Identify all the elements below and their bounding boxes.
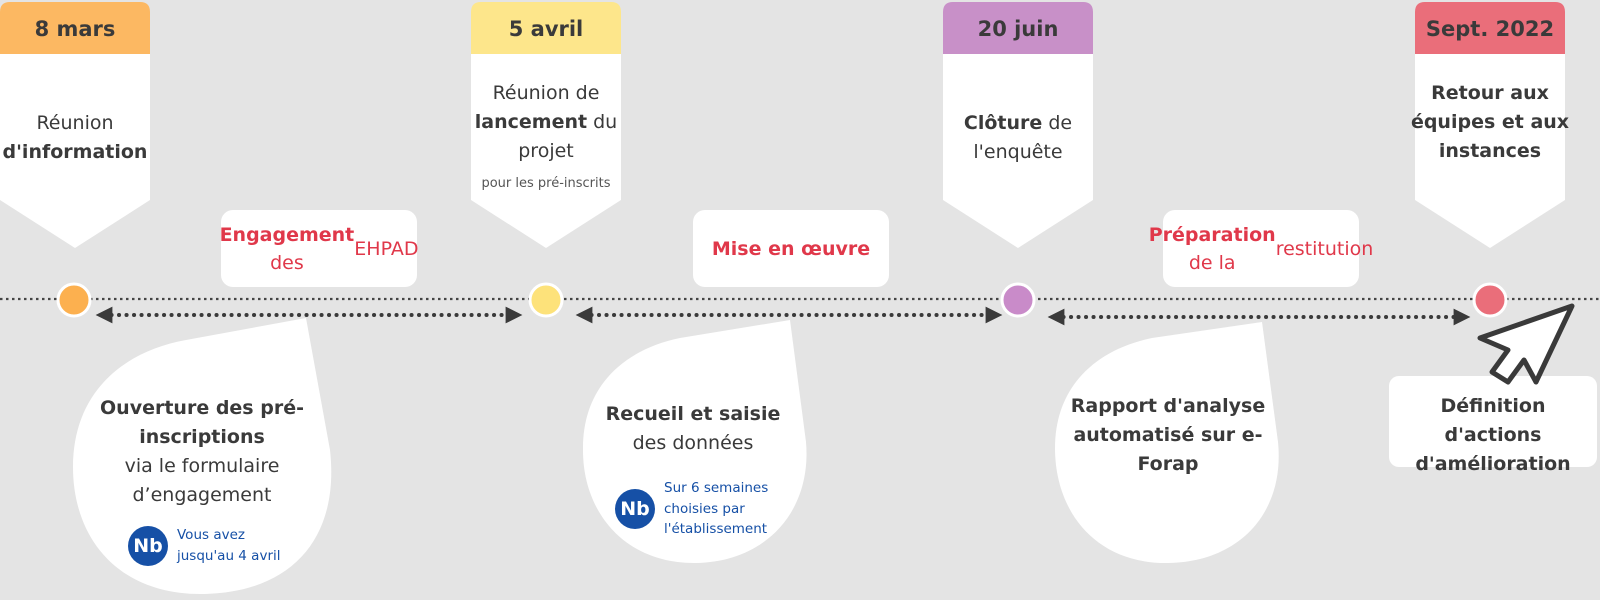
text-line: l'enquête	[973, 141, 1063, 163]
text-line: d'amélioration	[1415, 453, 1571, 475]
text-line: instances	[1438, 140, 1542, 162]
milestone-panel-3	[943, 2, 1093, 248]
nb-badge-icon: Nb	[615, 488, 655, 529]
phase-box-3	[1163, 210, 1359, 287]
text-line: des données	[632, 432, 754, 454]
cursor-arrow-icon	[1477, 303, 1575, 385]
nb-badge-icon: Nb	[128, 525, 168, 566]
milestone-text-2: Réunion de lancement du projet	[471, 79, 621, 166]
text-line: choisies par	[664, 500, 745, 517]
milestone-text-3: Clôture de l'enquête	[943, 109, 1093, 167]
text-line: Ouverture des pré-	[100, 397, 304, 419]
bubble-badge-2: Nb Sur 6 semaines choisies par l'établisse…	[615, 478, 768, 540]
milestone-dot-4	[1472, 282, 1508, 318]
milestone-header-1	[0, 2, 150, 54]
text-line: d’engagement	[132, 484, 272, 506]
milestone-date-1: 8 mars	[34, 17, 116, 41]
text-line: Retour aux	[1431, 82, 1549, 104]
milestone-header-4	[1415, 2, 1565, 54]
milestone-panel-1	[0, 2, 150, 248]
text-line: Sur 6 semaines	[664, 480, 769, 496]
text-line: Réunion de	[492, 82, 600, 104]
text-line: EHPAD	[354, 237, 419, 260]
bubble-text-3: Rapport d'analyse automatisé sur e- Forap	[1060, 392, 1276, 479]
milestone-text-4: Retour aux équipes et aux instances	[1405, 79, 1575, 166]
bubble-badge-1: Nb Vous avez jusqu'au 4 avril	[128, 525, 281, 566]
text-line: automatisé sur e-	[1073, 424, 1263, 446]
milestone-panel-2	[471, 2, 621, 248]
milestone-dot-1	[56, 282, 92, 318]
milestone-dot-3	[1000, 282, 1036, 318]
milestone-date-3: 20 juin	[977, 17, 1059, 41]
text-line: Engagement des	[219, 223, 355, 274]
milestone-header-3	[943, 2, 1093, 54]
bubble-text-2: Recueil et saisie des données	[593, 400, 793, 458]
text-line: Vous avez	[177, 527, 245, 543]
phase-box-2	[693, 210, 889, 287]
text-line: jusqu'au 4 avril	[177, 547, 281, 564]
bubble-text-1: Ouverture des pré-inscriptions via le for…	[94, 394, 310, 510]
text-line: Recueil et saisie	[605, 403, 781, 425]
text-line: lancement du	[474, 111, 618, 133]
text-line: l'établissement	[664, 521, 768, 537]
bubble-1	[73, 318, 332, 595]
milestone-text-1: Réunion d'information	[0, 109, 150, 167]
text-line: Réunion	[36, 112, 114, 134]
text-line: inscriptions	[139, 426, 265, 448]
text-line: Préparation de la	[1148, 223, 1276, 274]
bubble-3	[1055, 322, 1279, 564]
text-line: Clôture de	[963, 112, 1073, 134]
text-line: Définition d'actions	[1440, 395, 1546, 446]
milestone-dot-2	[528, 282, 564, 318]
final-box	[1389, 376, 1597, 467]
text-line: d'information	[2, 141, 148, 163]
text-line: équipes et aux	[1410, 111, 1570, 133]
bubble-badge-text-2: Sur 6 semaines choisies par l'établissemen…	[664, 478, 768, 540]
milestone-date-4: Sept. 2022	[1425, 17, 1555, 41]
text-line: Mise en œuvre	[711, 237, 871, 260]
text-line: Forap	[1137, 453, 1199, 475]
phase-label-2: Mise en œuvre	[693, 210, 889, 287]
milestone-date-2: 5 avril	[508, 17, 584, 41]
milestone-header-2	[471, 2, 621, 54]
milestone-note-2: pour les pré-inscrits	[481, 176, 611, 191]
text-line: via le formulaire	[124, 455, 280, 477]
milestone-panel-4	[1415, 2, 1565, 248]
text-line: Rapport d'analyse	[1070, 395, 1266, 417]
final-box-text: Définition d'actions d'amélioration	[1389, 392, 1597, 479]
text-line: restitution	[1275, 237, 1374, 260]
bubble-badge-text-1: Vous avez jusqu'au 4 avril	[177, 525, 281, 566]
phase-box-1	[221, 210, 417, 287]
text-line: projet	[518, 140, 574, 162]
